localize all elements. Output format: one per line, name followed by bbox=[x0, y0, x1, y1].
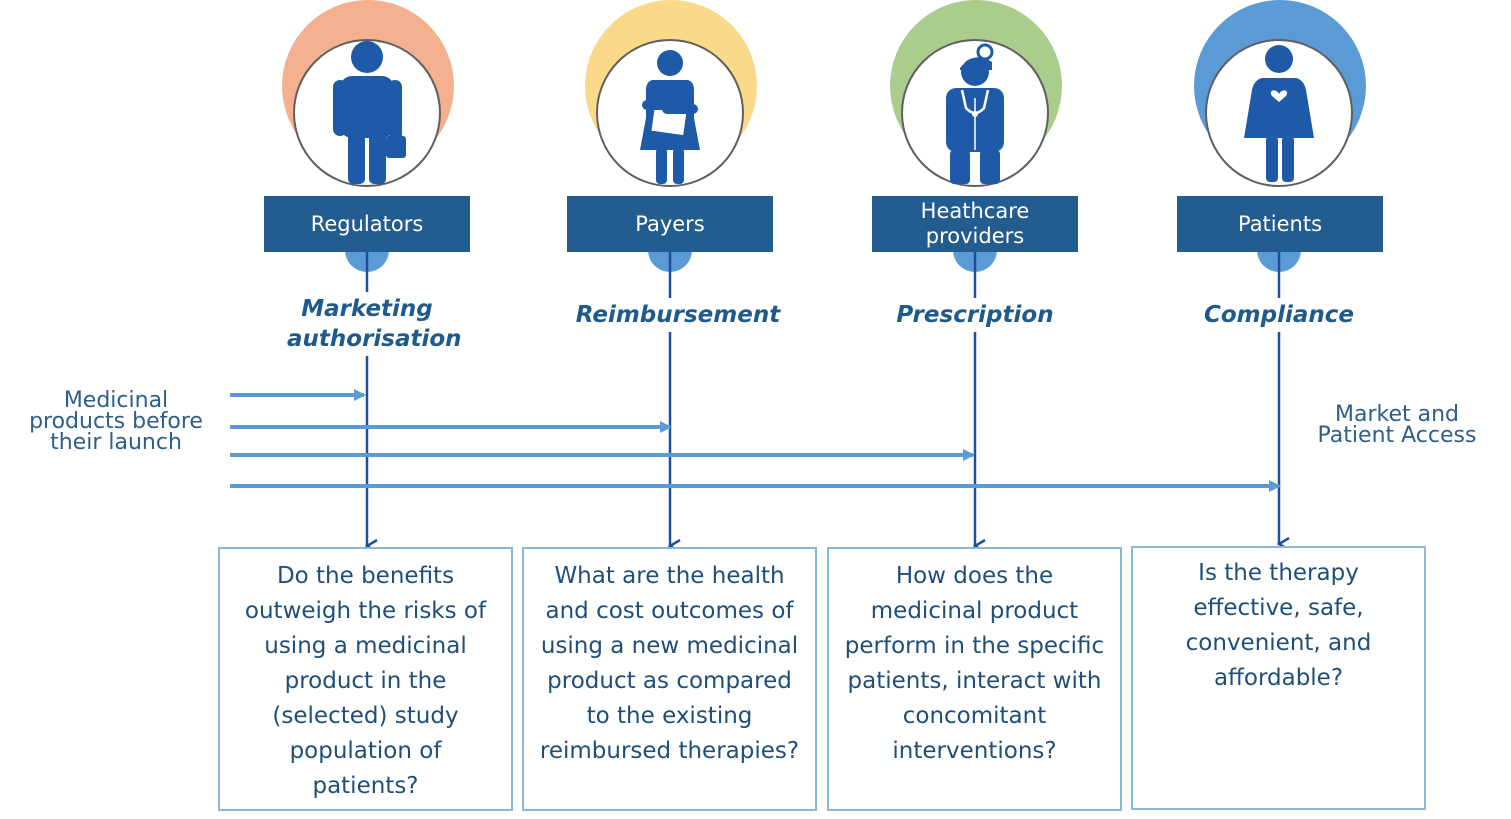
woman-with-heart-icon bbox=[1244, 45, 1314, 182]
woman-holding-document-icon bbox=[640, 50, 700, 184]
label-providers: Heathcare providers bbox=[920, 199, 1030, 248]
activity-payers: Reimbursement bbox=[558, 298, 798, 332]
label-patients: Patients bbox=[1237, 211, 1323, 236]
label-payers: Payers bbox=[635, 211, 705, 236]
businessman-with-briefcase-icon bbox=[333, 41, 406, 184]
question-box-providers: How does the medicinal product perform i… bbox=[827, 547, 1122, 811]
activity-providers: Prescription bbox=[855, 298, 1095, 332]
question-box-payers: What are the health and cost outcomes of… bbox=[522, 547, 817, 811]
question-box-regulators: Do the benefits outweigh the risks of us… bbox=[218, 547, 513, 811]
activity-regulators: Marketing authorisation bbox=[247, 292, 487, 356]
label-box-patients: Patients bbox=[1177, 196, 1383, 252]
label-box-providers: Heathcare providers bbox=[872, 196, 1078, 252]
left-text: Medicinal products before their launch bbox=[29, 388, 203, 455]
label-box-regulators: Regulators bbox=[264, 196, 470, 252]
label-box-payers: Payers bbox=[567, 196, 773, 252]
right-text: Market and Patient Access bbox=[1317, 402, 1477, 448]
label-regulators: Regulators bbox=[310, 211, 424, 236]
doctor-with-stethoscope-icon bbox=[946, 43, 1004, 184]
question-box-patients: Is the therapy effective, safe, convenie… bbox=[1131, 546, 1426, 810]
activity-patients: Compliance bbox=[1159, 298, 1399, 332]
